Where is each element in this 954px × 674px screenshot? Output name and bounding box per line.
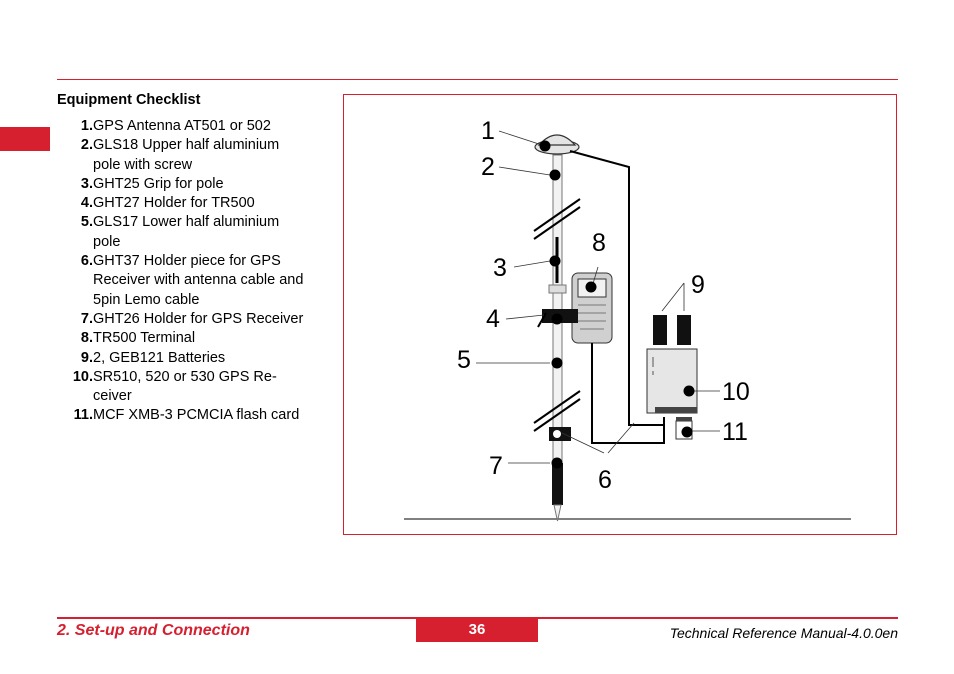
leader-2 [498,166,551,176]
callout-dot-1 [539,140,551,152]
section-heading: Equipment Checklist [57,92,201,108]
equipment-list: 1.GPS Antenna AT501 or 502 2.GLS18 Upper… [57,117,337,426]
list-item: 3.GHT25 Grip for pole [57,175,337,194]
list-item: 9.2, GEB121 Batteries [57,349,337,368]
list-item: 11.MCF XMB-3 PCMCIA flash card [57,406,337,425]
holder-knob [553,430,561,438]
pole-joint [548,284,567,294]
item-text: GLS18 Upper half aluminium pole with scr… [93,137,280,173]
list-item: 1.GPS Antenna AT501 or 502 [57,117,337,136]
footer-manual-title: Technical Reference Manual-4.0.0en [669,625,898,641]
item-text: GPS Antenna AT501 or 502 [93,118,271,134]
terminal-cable [591,355,665,444]
item-number: 4. [80,195,93,212]
item-text: GLS17 Lower half aluminium pole [93,214,280,250]
item-text: GHT25 Grip for pole [93,175,224,192]
item-number: 5. [80,214,93,231]
callout-label-4: 4 [486,305,500,333]
item-text: GHT37 Holder piece for GPS Receiver with… [93,253,304,308]
callout-label-7: 7 [489,452,503,480]
item-text: GHT26 Holder for GPS Receiver [93,310,304,327]
leader-6b [607,422,635,454]
callout-label-6: 6 [598,466,612,494]
callout-label-9: 9 [691,271,705,299]
callout-dot-7 [551,457,563,469]
terminal-keys [578,304,606,330]
item-text: TR500 Terminal [93,330,196,347]
callout-dot-3 [549,255,561,267]
leader-4 [505,314,545,320]
leader-9a [661,282,685,312]
callout-dot-4 [551,313,563,325]
callout-label-5: 5 [457,346,471,374]
callout-label-10: 10 [722,378,750,406]
callout-dot-2 [549,169,561,181]
footer-section-title: 2. Set-up and Connection [57,622,250,639]
leader-1 [498,130,546,147]
bottom-rule [57,617,898,619]
pole-grip-lower [552,463,563,505]
item-number: 2. [80,137,93,154]
page-number: 36 [416,619,538,642]
callout-dot-8 [585,281,597,293]
callout-label-8: 8 [592,229,606,257]
list-item: 4.GHT27 Holder for TR500 [57,194,337,213]
antenna-cable [569,150,665,426]
break-mark [533,206,581,240]
break-mark [533,198,581,232]
list-item: 2.GLS18 Upper half aluminium pole with s… [57,136,337,175]
item-number: 1. [80,118,93,134]
list-item: 6.GHT37 Holder piece for GPS Receiver wi… [57,252,337,310]
callout-label-11: 11 [722,418,748,446]
break-mark [533,398,581,432]
item-number: 8. [80,330,93,347]
list-item: 8.TR500 Terminal [57,329,337,348]
callout-label-1: 1 [481,117,495,145]
list-item: 7.GHT26 Holder for GPS Receiver [57,310,337,329]
callout-dot-10 [683,385,695,397]
leader-3 [513,260,551,268]
receiver-body [646,348,698,414]
item-text: SR510, 520 or 530 GPS Re- ceiver [93,368,277,405]
equipment-diagram: 1 2 3 4 5 6 7 8 9 10 11 [404,117,851,522]
item-text: 2, GEB121 Batteries [93,349,226,366]
item-text: GHT27 Holder for TR500 [93,195,255,212]
callout-dot-11 [681,426,693,438]
item-number: 7. [80,310,93,327]
flash-card-top [676,417,692,421]
battery [653,315,667,345]
item-number: 9. [80,349,93,366]
callout-dot-5 [551,357,563,369]
callout-label-2: 2 [481,153,495,181]
equipment-figure: 1 2 3 4 5 6 7 8 9 10 11 [343,94,897,535]
item-number: 11. [73,407,93,424]
item-number: 3. [80,175,93,192]
list-item: 10.SR510, 520 or 530 GPS Re- ceiver [57,368,337,407]
break-mark [533,390,581,424]
chapter-tab-marker [0,127,50,151]
leader-6a [561,432,605,454]
pole-tip [553,504,562,522]
holder-clip [537,312,547,328]
receiver-base [655,407,697,413]
top-rule [57,79,898,80]
item-text: MCF XMB-3 PCMCIA flash card [93,407,300,424]
item-number: 6. [80,253,93,270]
item-number: 10. [72,368,93,385]
callout-label-3: 3 [493,254,507,282]
list-item: 5.GLS17 Lower half aluminium pole [57,213,337,252]
battery [677,315,691,345]
